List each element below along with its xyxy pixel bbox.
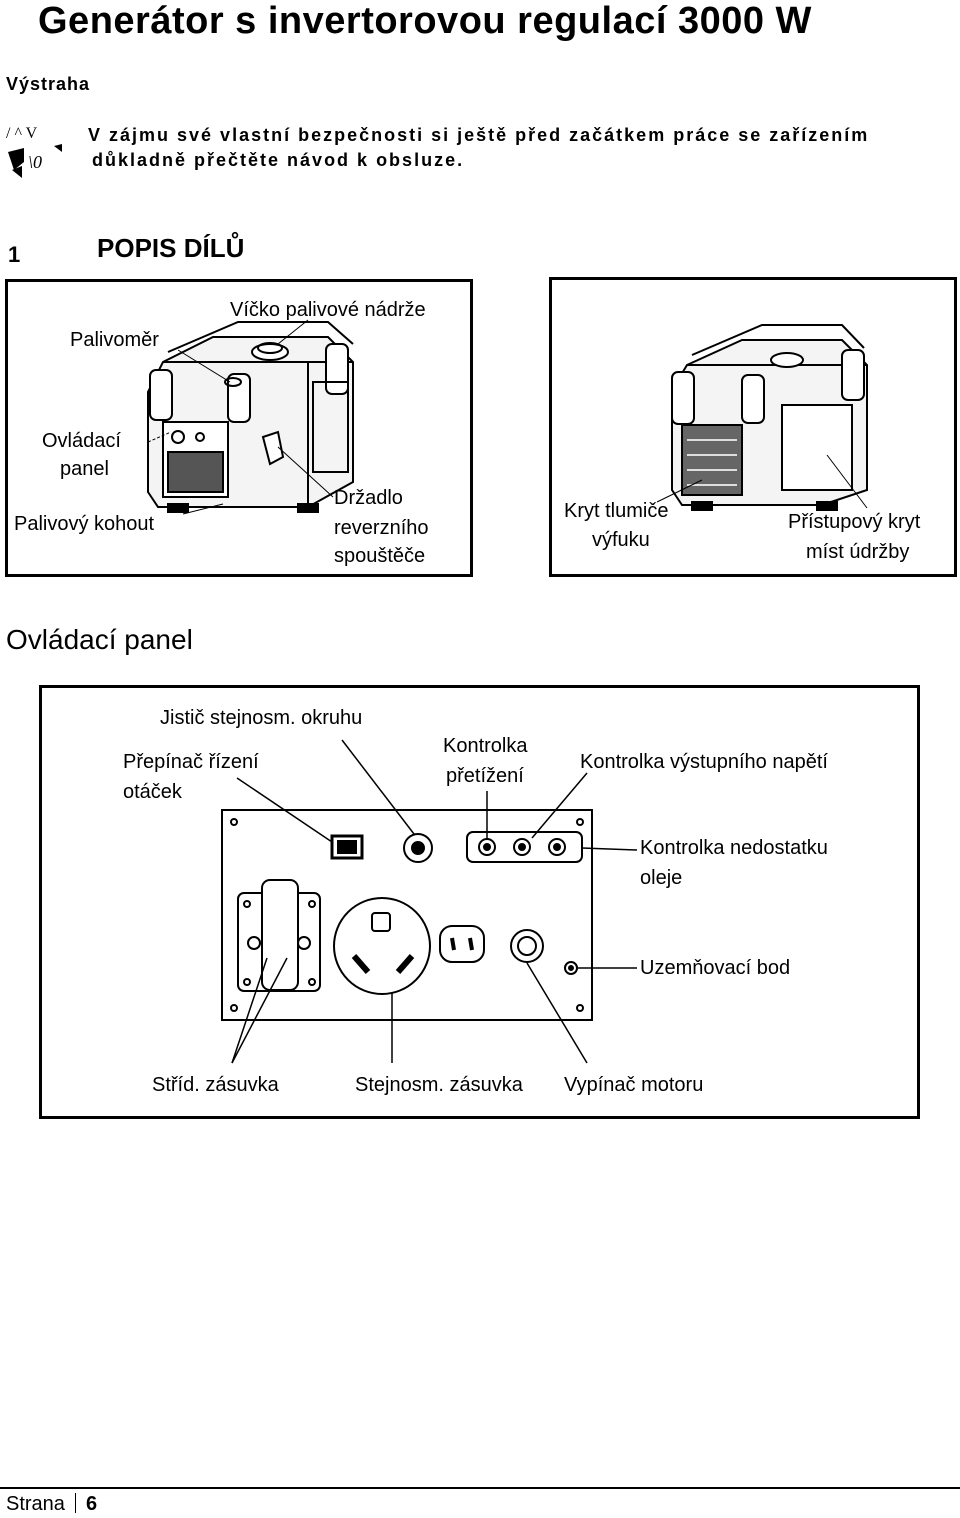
label-overload-1: Kontrolka bbox=[443, 735, 528, 757]
page-title: Generátor s invertorovou regulací 3000 W bbox=[38, 0, 812, 42]
label-fuel-cap: Víčko palivové nádrže bbox=[230, 299, 426, 321]
label-muffler-2: výfuku bbox=[592, 529, 650, 551]
read-manual-icon: / ^ V \0 bbox=[6, 125, 62, 178]
control-panel-heading: Ovládací panel bbox=[6, 624, 193, 655]
svg-text:/ ^ V: / ^ V bbox=[6, 125, 38, 142]
control-panel-figure: Jistič stejnosm. okruhu Přepínač řízení … bbox=[39, 685, 920, 1119]
warning-text-line-2: důkladně přečtěte návod k obsluze. bbox=[92, 150, 465, 170]
label-speed-switch-2: otáček bbox=[123, 781, 182, 803]
label-dc-breaker: Jistič stejnosm. okruhu bbox=[160, 707, 363, 729]
label-muffler-1: Kryt tlumiče bbox=[564, 500, 669, 522]
svg-text:\0: \0 bbox=[28, 152, 42, 172]
page-number: 6 bbox=[85, 1493, 98, 1515]
footer-separator bbox=[74, 1493, 76, 1513]
label-control-panel-1: Ovládací bbox=[42, 430, 121, 452]
footer-rule bbox=[0, 1487, 960, 1489]
label-dc-outlet: Stejnosm. zásuvka bbox=[355, 1074, 523, 1096]
label-speed-switch-1: Přepínač řízení bbox=[123, 751, 259, 773]
label-output-light: Kontrolka výstupního napětí bbox=[580, 751, 828, 773]
label-recoil-3: spouštěče bbox=[334, 545, 426, 567]
label-oil-light-1: Kontrolka nedostatku bbox=[640, 837, 828, 859]
label-ground: Uzemňovací bod bbox=[640, 957, 791, 979]
label-fuel-valve: Palivový kohout bbox=[14, 513, 155, 535]
generator-front-figure: Víčko palivové nádrže Palivoměr Ovládací… bbox=[5, 279, 473, 577]
warning-text-line-1: V zájmu své vlastní bezpečnosti si ještě… bbox=[88, 125, 870, 145]
label-overload-2: přetížení bbox=[446, 765, 524, 787]
label-oil-light-2: oleje bbox=[640, 867, 683, 889]
generator-front-drawing bbox=[147, 319, 354, 515]
generator-rear-figure: Kryt tlumiče výfuku Přístupový kryt míst… bbox=[549, 277, 957, 577]
generator-rear-drawing bbox=[656, 324, 868, 511]
label-recoil-1: Držadlo bbox=[334, 487, 403, 509]
label-fuel-gauge: Palivoměr bbox=[70, 329, 159, 351]
page-footer: Strana 6 bbox=[6, 1493, 97, 1516]
label-access-cover-2: míst údržby bbox=[806, 541, 910, 563]
label-control-panel-2: panel bbox=[60, 458, 109, 480]
section-title: POPIS DÍLŮ bbox=[97, 233, 245, 263]
label-ac-outlet: Stříd. zásuvka bbox=[152, 1074, 279, 1096]
label-engine-switch: Vypínač motoru bbox=[564, 1074, 704, 1096]
label-recoil-2: reverzního bbox=[334, 517, 429, 539]
warning-label: Výstraha bbox=[6, 74, 91, 94]
section-number: 1 bbox=[8, 242, 21, 267]
footer-label: Strana bbox=[6, 1493, 65, 1515]
label-access-cover-1: Přístupový kryt bbox=[788, 511, 921, 533]
control-panel-drawing bbox=[221, 739, 638, 1064]
